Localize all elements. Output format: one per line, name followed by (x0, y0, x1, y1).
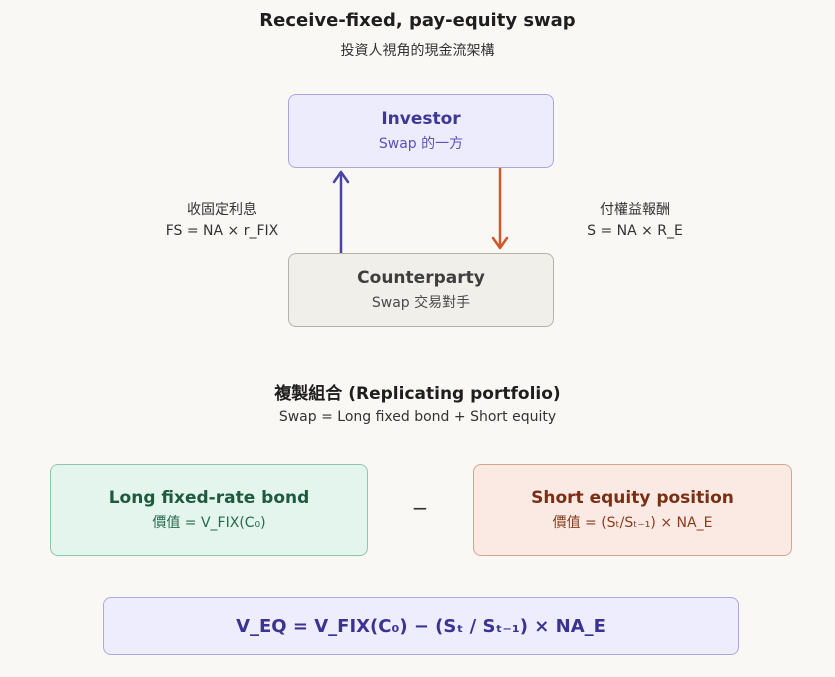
receive-fixed-formula: FS = NA × r_FIX (165, 223, 279, 239)
short-equity-value: 價值 = (Sₜ/Sₜ₋₁) × NA_E (552, 515, 713, 531)
pay-equity-label: 付權益報酬 S = NA × R_E (555, 200, 715, 242)
counterparty-name: Counterparty (357, 268, 485, 288)
receive-fixed-text: 收固定利息 (187, 202, 257, 218)
short-equity-name: Short equity position (531, 488, 734, 508)
investor-node: Investor Swap 的一方 (288, 94, 554, 168)
investor-role: Swap 的一方 (378, 136, 464, 152)
long-bond-node: Long fixed-rate bond 價值 = V_FIX(C₀) (50, 464, 368, 556)
counterparty-role: Swap 交易對手 (371, 295, 471, 311)
pay-equity-formula: S = NA × R_E (587, 223, 683, 239)
counterparty-node: Counterparty Swap 交易對手 (288, 253, 554, 327)
receive-fixed-arrow (332, 170, 350, 253)
pay-equity-text: 付權益報酬 (600, 202, 670, 218)
minus-operator: − (411, 496, 429, 520)
receive-fixed-label: 收固定利息 FS = NA × r_FIX (142, 200, 302, 242)
short-equity-node: Short equity position 價值 = (Sₜ/Sₜ₋₁) × N… (473, 464, 792, 556)
investor-name: Investor (381, 109, 461, 129)
long-bond-value: 價值 = V_FIX(C₀) (152, 515, 266, 531)
result-formula-text: V_EQ = V_FIX(C₀) − (Sₜ / Sₜ₋₁) × NA_E (236, 615, 606, 637)
replication-title: 複製組合 (Replicating portfolio) (274, 384, 561, 404)
long-bond-name: Long fixed-rate bond (108, 488, 310, 508)
result-formula: V_EQ = V_FIX(C₀) − (Sₜ / Sₜ₋₁) × NA_E (103, 597, 739, 655)
replication-equation: Swap = Long fixed bond + Short equity (278, 409, 557, 425)
diagram-subtitle: 投資人視角的現金流架構 (340, 43, 495, 59)
diagram-title: Receive-fixed, pay-equity swap (259, 10, 576, 31)
pay-equity-arrow (491, 168, 509, 250)
